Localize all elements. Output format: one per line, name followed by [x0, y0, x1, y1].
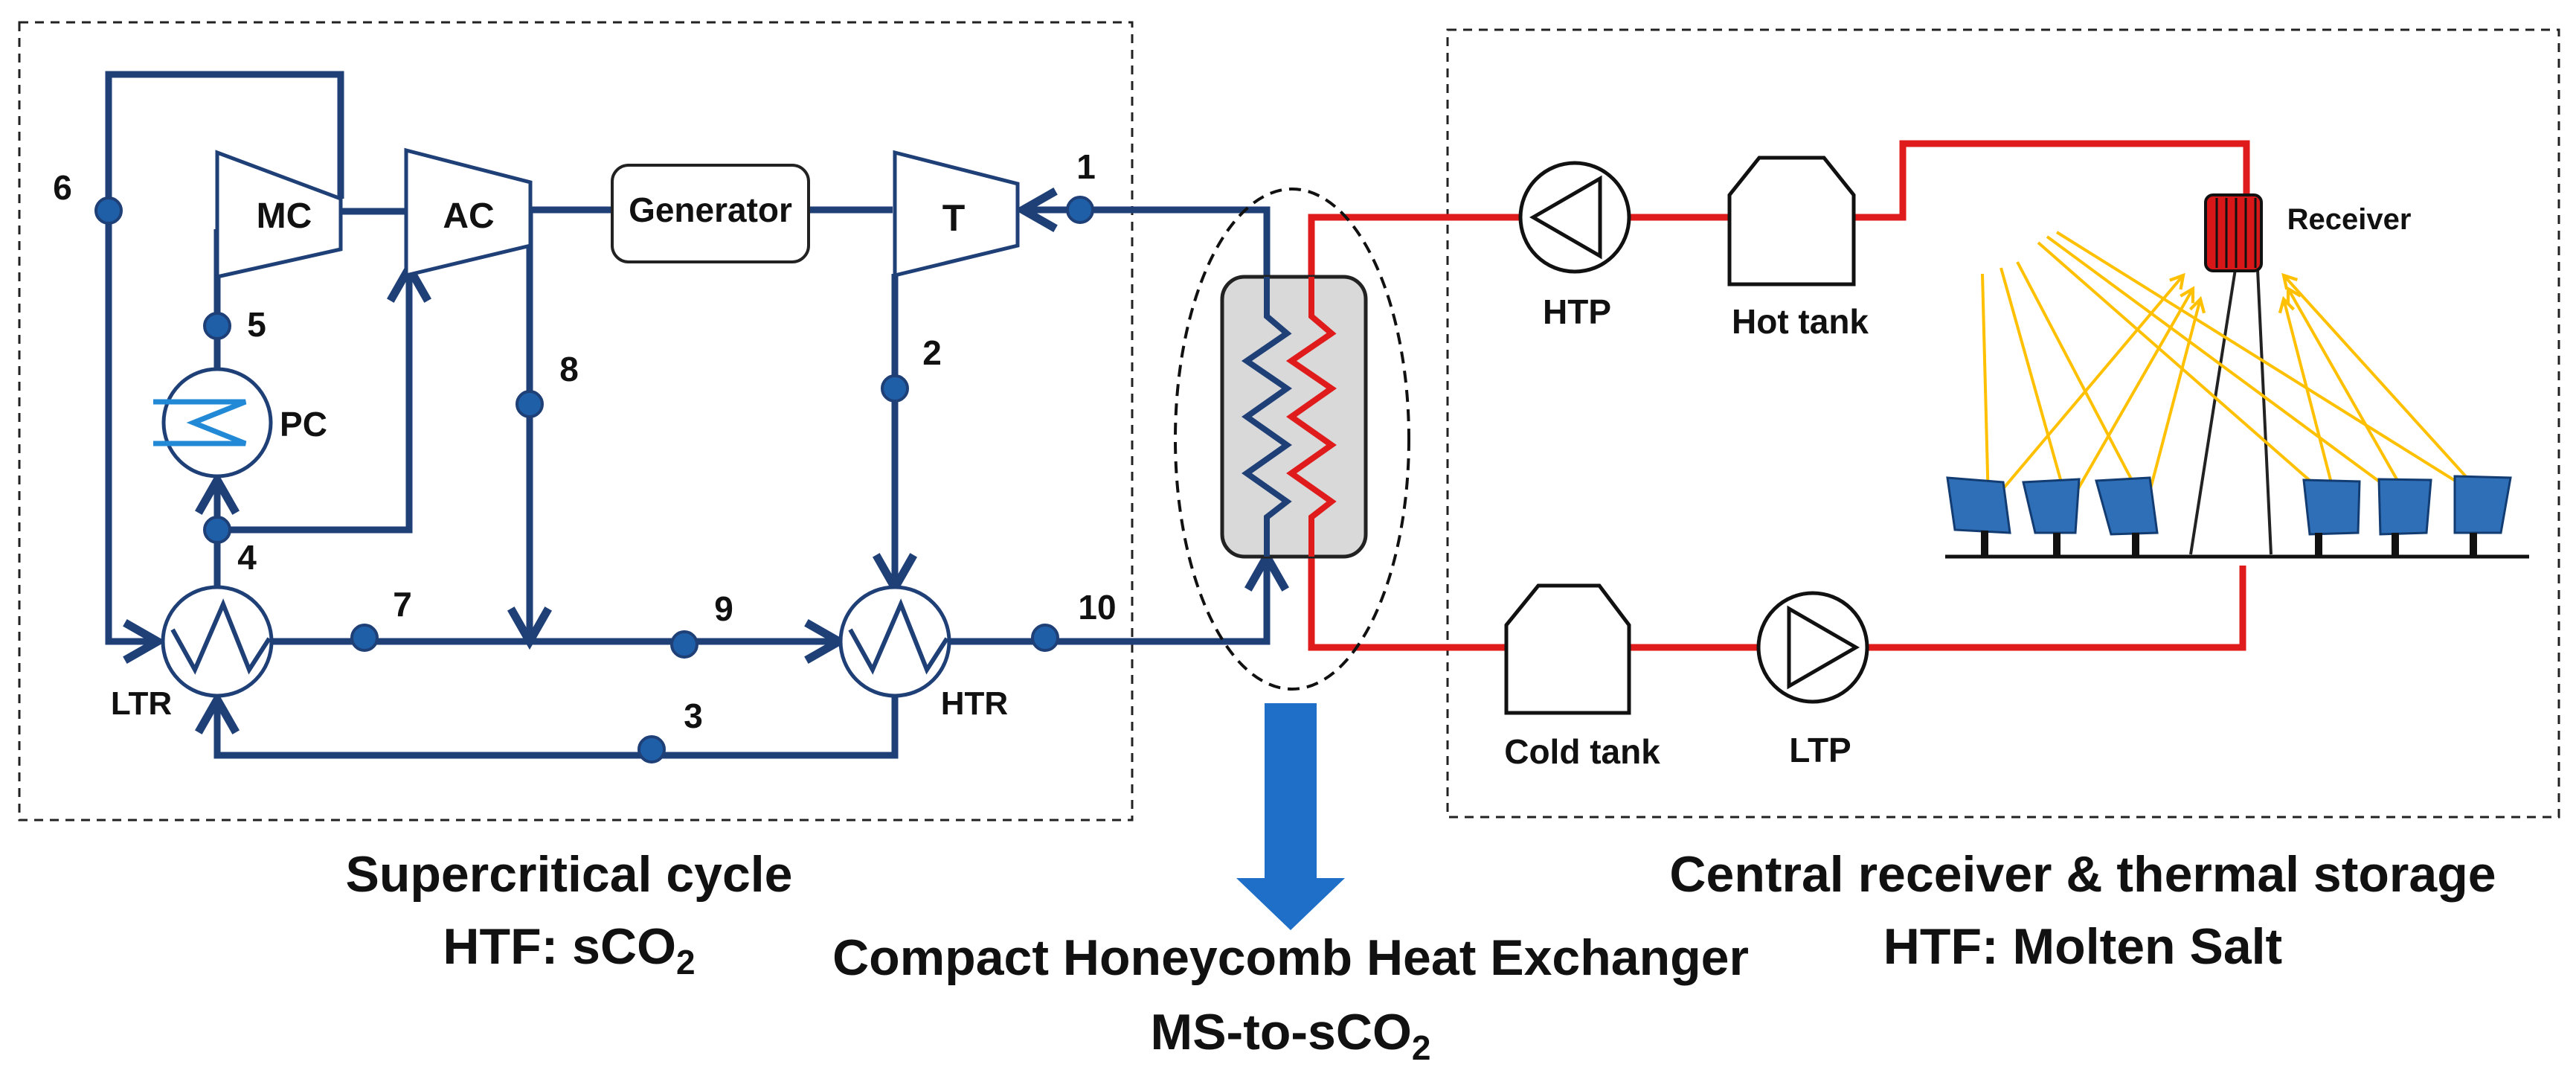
- heliostat-icon: [2302, 478, 2361, 557]
- compressor-icon: [404, 147, 533, 278]
- turbine-icon: [893, 150, 1020, 278]
- state-label-10: 10: [1078, 588, 1116, 627]
- cycle-htf: HTF: sCO2: [443, 918, 695, 982]
- turbine-label: T: [942, 197, 966, 239]
- hot-tank-pump: HTP: [1518, 161, 1631, 331]
- cycle-htf-subscript: 2: [676, 943, 696, 982]
- state-label-7: 7: [393, 585, 412, 624]
- storage-title: Central receiver & thermal storage: [1669, 846, 2496, 903]
- sco2-coil-icon: [1241, 277, 1293, 557]
- state-label-5: 5: [247, 305, 266, 344]
- salt-coil-icon: [1285, 277, 1337, 557]
- cold-tank-label: Cold tank: [1504, 732, 1660, 771]
- storage-htf: HTF: Molten Salt: [1883, 918, 2282, 975]
- generator: Generator: [611, 164, 810, 263]
- state-label-9: 9: [714, 589, 733, 628]
- low-temp-recuperator: LTR: [111, 585, 274, 722]
- heliostat-field: [1946, 475, 2512, 557]
- state-label-3: 3: [684, 697, 703, 735]
- ltr-label: LTR: [111, 685, 172, 722]
- state-points: [94, 196, 1094, 763]
- hx-subtitle-subscript: 2: [1412, 1028, 1431, 1067]
- state-point-9: [670, 630, 698, 659]
- state-labels: 1 2 3 4 5 6 7 8 9 10: [53, 147, 1116, 735]
- salt-piping: [1308, 140, 2250, 651]
- turbine: T: [893, 150, 1020, 278]
- cycle-htf-text: HTF: sCO: [443, 918, 676, 975]
- heliostat-icon: [2022, 478, 2081, 557]
- tank-icon: [1504, 583, 1631, 715]
- heliostat-icon: [2377, 478, 2432, 557]
- tower-icon: [2189, 269, 2273, 555]
- generator-label: Generator: [629, 190, 792, 229]
- ltp-label: LTP: [1789, 731, 1851, 769]
- pump-icon: [1787, 605, 1860, 690]
- high-temp-recuperator: HTR: [838, 585, 1008, 722]
- cooling-coil-icon: [153, 399, 247, 446]
- hot-tank-label: Hot tank: [1732, 302, 1869, 341]
- compressor-icon: [215, 150, 343, 280]
- htp-label: HTP: [1543, 292, 1611, 331]
- storage-boundary: [1446, 28, 2560, 819]
- hx-title: Compact Honeycomb Heat Exchanger: [832, 929, 1749, 986]
- cold-tank: Cold tank: [1504, 583, 1660, 771]
- tank-icon: [1727, 156, 1856, 286]
- heat-exchanger-icon: [170, 598, 272, 675]
- cycle-boundary: [18, 21, 1134, 822]
- heliostat-icon: [1946, 476, 2011, 557]
- receiver-icon: [2204, 193, 2263, 272]
- htr-label: HTR: [941, 685, 1008, 722]
- heat-exchanger-icon: [848, 598, 949, 675]
- precooler: PC: [153, 367, 327, 478]
- state-point-5: [203, 312, 231, 340]
- main-compressor: MC: [215, 150, 343, 280]
- hot-tank: Hot tank: [1727, 156, 1869, 341]
- state-point-4: [203, 516, 231, 544]
- auxiliary-compressor: AC: [404, 147, 533, 278]
- state-label-4: 4: [237, 538, 257, 577]
- honeycomb-heat-exchanger: [1174, 188, 1410, 691]
- state-label-2: 2: [922, 333, 942, 372]
- hx-subtitle-text: MS-to-sCO: [1151, 1004, 1412, 1060]
- state-point-7: [350, 624, 379, 652]
- pump-icon: [1529, 175, 1602, 260]
- mc-label: MC: [257, 196, 312, 236]
- cycle-title: Supercritical cycle: [345, 846, 792, 903]
- receiver: Receiver: [2204, 193, 2412, 272]
- pc-label: PC: [280, 405, 327, 444]
- sun-rays: [1979, 231, 2499, 512]
- state-label-6: 6: [53, 168, 72, 207]
- state-point-3: [637, 735, 666, 763]
- down-arrow-icon: [1236, 703, 1345, 930]
- state-point-6: [94, 196, 123, 225]
- ac-label: AC: [443, 196, 494, 236]
- hx-subtitle: MS-to-sCO2: [1151, 1004, 1431, 1067]
- state-point-8: [515, 390, 544, 418]
- low-temp-pump: LTP: [1756, 591, 1869, 769]
- heliostat-icon: [2095, 476, 2159, 557]
- state-point-10: [1031, 624, 1059, 652]
- receiver-label: Receiver: [2287, 203, 2412, 236]
- state-point-1: [1066, 196, 1094, 224]
- state-label-1: 1: [1076, 147, 1096, 186]
- heliostat-icon: [2453, 475, 2512, 557]
- state-point-2: [881, 374, 909, 403]
- state-label-8: 8: [559, 350, 579, 388]
